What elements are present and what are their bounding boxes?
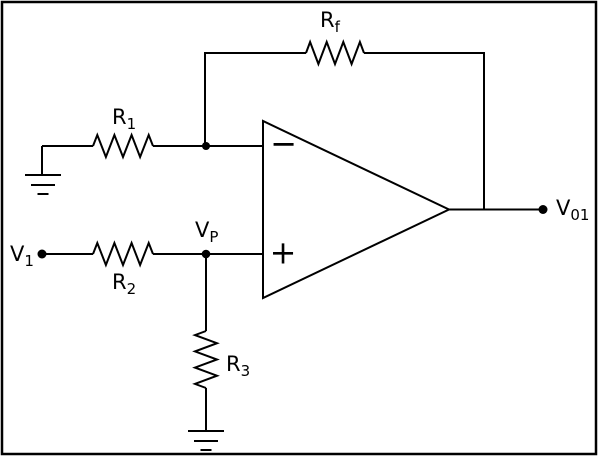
label-r3-sub: 3 [241, 362, 251, 380]
label-r1-main: R [112, 105, 127, 129]
label-vo1: V01 [556, 196, 589, 224]
label-rf-main: R [320, 8, 335, 32]
inverting-input-branch [25, 132, 263, 195]
label-v1: V1 [10, 242, 34, 270]
label-r2-main: R [112, 270, 127, 294]
label-v1-main: V [10, 242, 25, 266]
ground-symbol-left [25, 146, 61, 195]
label-rf-sub: f [335, 18, 341, 36]
label-vo1-sub: 01 [570, 206, 589, 224]
noninverting-input-branch [37, 240, 263, 451]
label-r2: R2 [112, 270, 136, 298]
opamp-triangle [262, 119, 452, 300]
label-rf: Rf [320, 8, 341, 36]
ground-symbol-bottom [188, 430, 224, 451]
resistor-r3 [192, 330, 220, 389]
label-v1-sub: 1 [24, 252, 34, 270]
label-vp: VP [195, 218, 218, 246]
plus-icon: + [270, 234, 297, 272]
label-r2-sub: 2 [127, 280, 137, 298]
resistor-r1 [92, 132, 154, 160]
label-vp-main: V [195, 218, 210, 242]
output-branch [449, 205, 548, 214]
label-r1-sub: 1 [127, 115, 137, 133]
node-dot-inverting [202, 142, 210, 150]
label-r3-main: R [226, 352, 241, 376]
opamp: − + [262, 119, 452, 300]
label-vo1-main: V [556, 196, 571, 220]
wire-feedback-right [364, 52, 485, 210]
resistor-r2 [92, 240, 154, 268]
minus-icon: − [270, 125, 297, 163]
feedback-branch [204, 39, 485, 210]
label-r1: R1 [112, 105, 136, 133]
diagram-border [0, 0, 598, 456]
label-vp-sub: P [209, 228, 218, 246]
resistor-rf [305, 39, 365, 67]
wire-feedback-left [204, 52, 306, 146]
label-r3: R3 [226, 352, 250, 380]
terminal-dot-vo1 [538, 205, 548, 214]
